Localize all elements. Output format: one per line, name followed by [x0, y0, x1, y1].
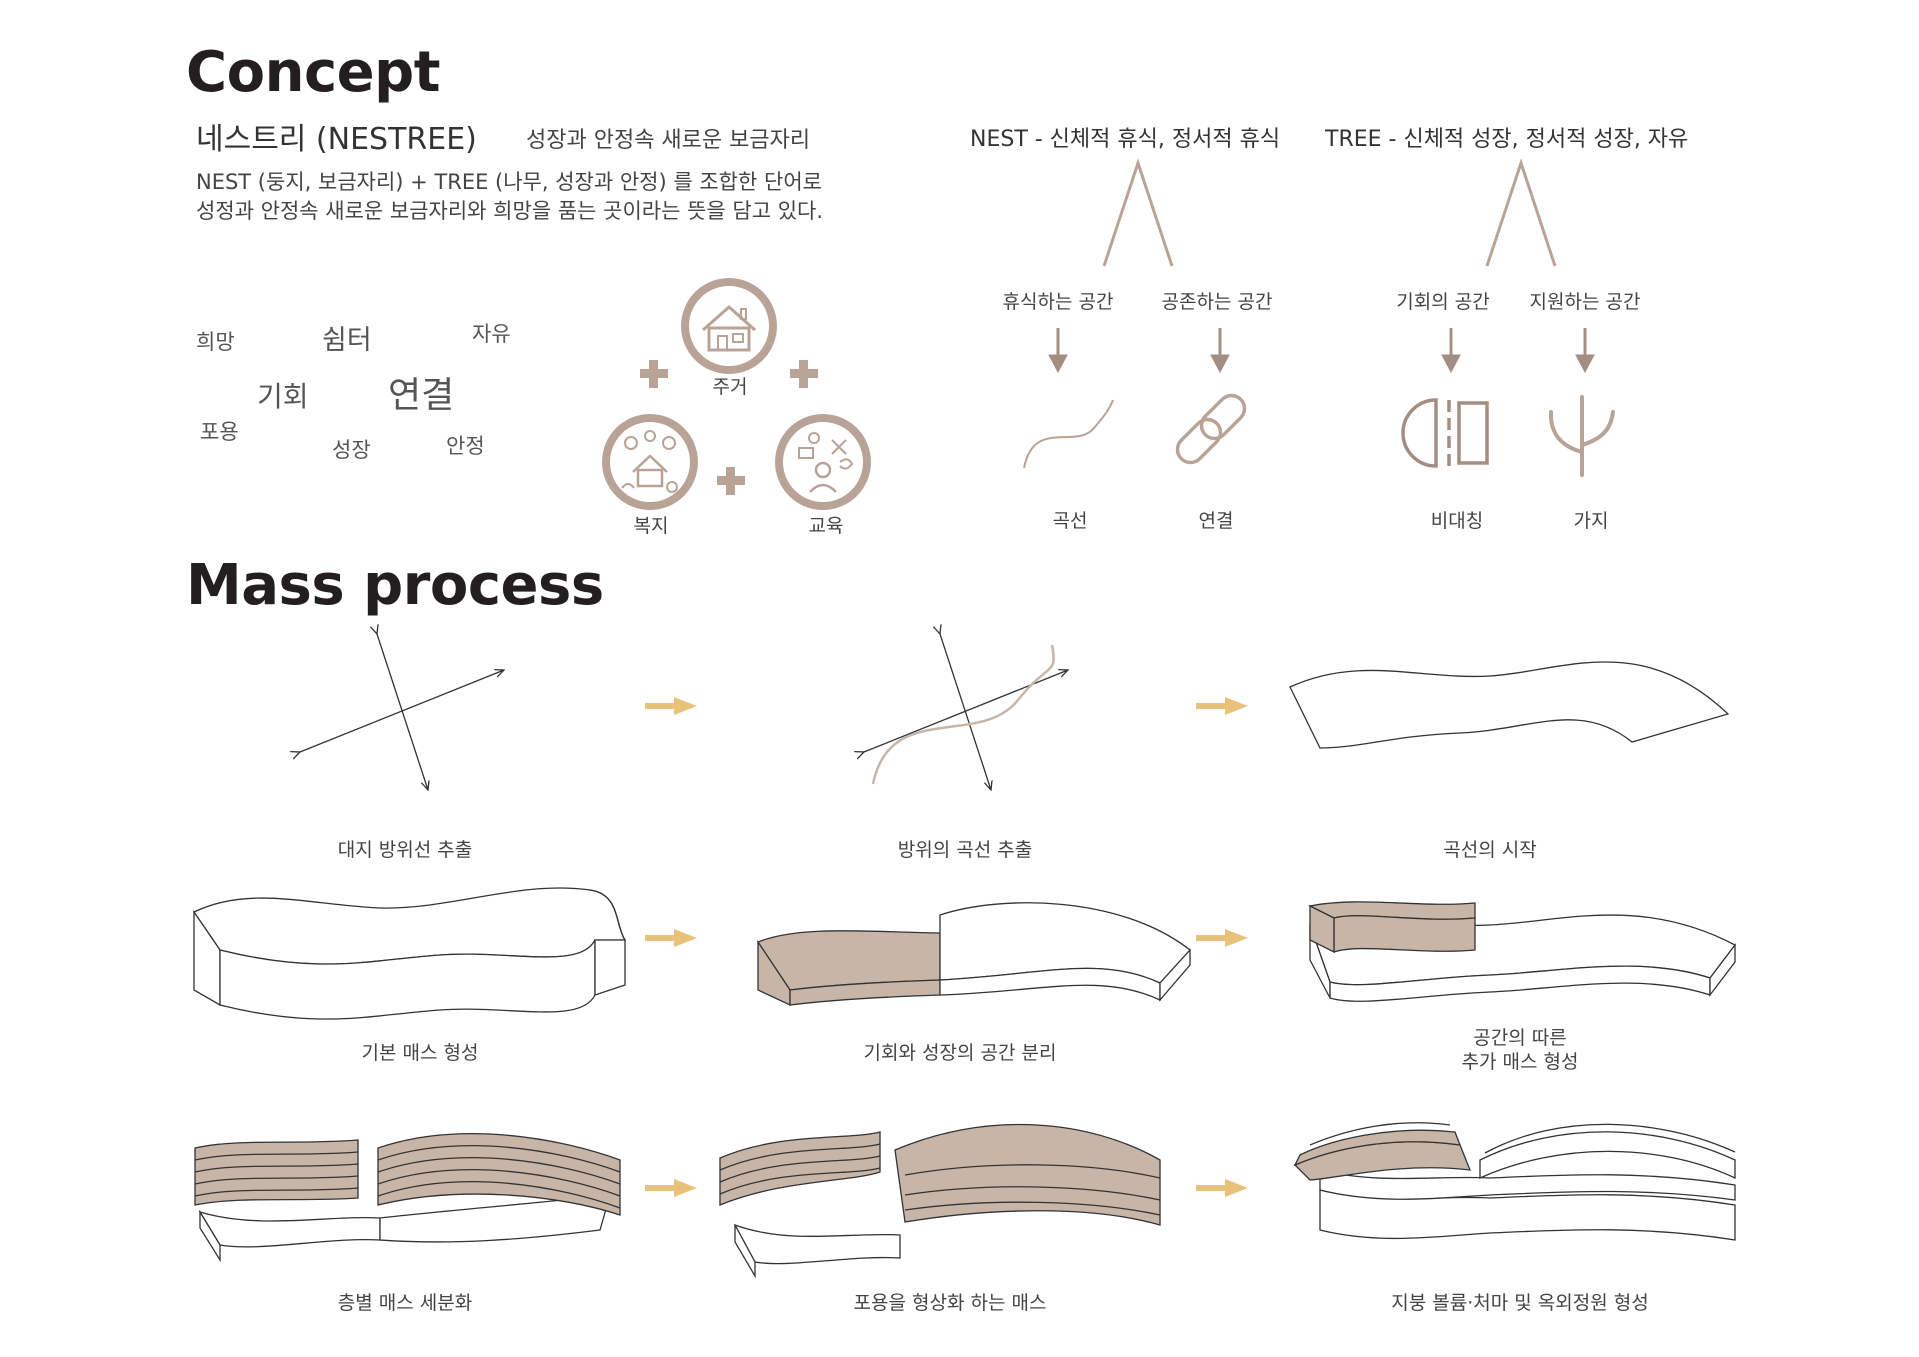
step1-axes: [300, 634, 504, 790]
step-caption: 방위의 곡선 추출: [897, 839, 1033, 861]
housing-circle-icon: [681, 278, 777, 374]
step3-curve-shape: [1289, 661, 1730, 749]
step7-floor-mass: [194, 1133, 621, 1263]
concept-title: Concept: [186, 40, 440, 105]
form-label: 비대칭: [1430, 510, 1484, 532]
circle-label-education: 교육: [808, 515, 844, 537]
form-label: 곡선: [1052, 510, 1088, 532]
keyword: 희망: [196, 330, 235, 354]
process-arrow-icon: [645, 697, 1248, 1197]
concept-subtitle-tag: 성장과 안정속 새로운 보금자리: [526, 128, 811, 153]
step-caption: 포용을 형상화 하는 매스: [853, 1292, 1047, 1314]
curve-icon: [1023, 399, 1114, 469]
step-caption: 곡선의 시작: [1443, 839, 1537, 861]
concept-desc-line2: 성정과 안정속 새로운 보금자리와 희망을 품는 곳이라는 뜻을 담고 있다.: [196, 199, 824, 223]
keyword: 기회: [257, 380, 309, 413]
step6-additional-mass: [1308, 901, 1736, 1002]
down-arrow-icon: [1048, 328, 1595, 374]
step4-basic-mass: [193, 887, 627, 1020]
space-label: 공존하는 공간: [1161, 291, 1273, 313]
circle-label-welfare: 복지: [633, 515, 669, 537]
keyword: 안정: [446, 434, 485, 458]
concept-subtitle: 네스트리 (NESTREE): [196, 122, 477, 157]
plus-icon: [640, 360, 818, 495]
space-label: 지원하는 공간: [1529, 291, 1641, 313]
step5-split-mass: [757, 902, 1191, 1007]
mass-process-title: Mass process: [186, 553, 604, 618]
concept-desc-line1: NEST (둥지, 보금자리) + TREE (나무, 성장과 안정) 를 조합…: [196, 170, 822, 194]
step-caption-line2: 추가 매스 형성: [1461, 1051, 1579, 1073]
asymmetry-icon: [1401, 398, 1489, 468]
chain-link-icon: [1175, 393, 1247, 465]
step-caption: 기본 매스 형성: [361, 1042, 479, 1064]
form-label: 연결: [1198, 510, 1234, 532]
step2-axes-curve: [864, 634, 1068, 790]
keyword: 성장: [332, 438, 371, 462]
form-label: 가지: [1573, 510, 1609, 532]
keyword: 연결: [388, 375, 455, 416]
welfare-circle-icon: [602, 414, 698, 510]
keyword: 자유: [472, 322, 511, 346]
circle-label-housing: 주거: [712, 376, 748, 398]
step-caption: 기회와 성장의 공간 분리: [863, 1042, 1057, 1064]
keyword: 포용: [200, 420, 239, 444]
keyword: 쉼터: [322, 325, 372, 356]
tree-heading: TREE - 신체적 성장, 정서적 성장, 자유: [1325, 127, 1689, 152]
branch-icon: [1548, 395, 1615, 477]
space-label: 기회의 공간: [1396, 291, 1490, 313]
step-caption: 대지 방위선 추출: [337, 839, 473, 861]
nest-heading: NEST - 신체적 휴식, 정서적 휴식: [970, 127, 1281, 152]
step-caption: 층별 매스 세분화: [337, 1292, 473, 1314]
step-caption-line1: 공간의 따른: [1473, 1027, 1567, 1049]
step9-roof-mass: [1293, 1122, 1736, 1241]
step-caption: 지붕 볼륨·처마 및 옥외정원 형성: [1391, 1292, 1649, 1314]
concept-branch-lines: [1102, 158, 1557, 267]
step8-embrace-mass: [719, 1123, 1161, 1279]
education-circle-icon: [775, 414, 871, 510]
space-label: 휴식하는 공간: [1002, 291, 1114, 313]
